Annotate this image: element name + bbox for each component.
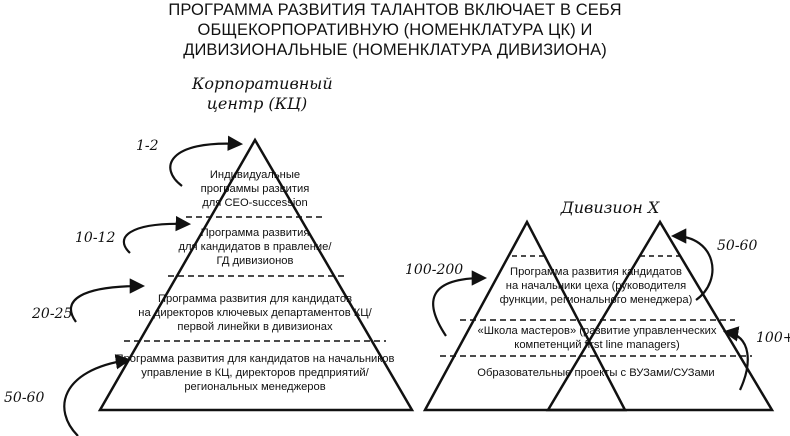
corporate-level-2-line-3: ГД дивизионов xyxy=(216,255,294,267)
arrow-corporate-2 xyxy=(122,215,192,254)
division-count-top-right: 50-60 xyxy=(717,238,758,254)
corporate-level-1-line-2: программы развития xyxy=(200,183,310,195)
corporate-level-2-label: Программа развития для кандидатов в прав… xyxy=(160,226,350,268)
corporate-level-3-line-1: Программа развития для кандидатов xyxy=(157,293,353,305)
arrows xyxy=(63,135,749,436)
division-level-1-line-1: Программа развития кандидатов xyxy=(510,266,682,278)
page-title: ПРОГРАММА РАЗВИТИЯ ТАЛАНТОВ ВКЛЮЧАЕТ В С… xyxy=(0,0,790,60)
division-left-pyramid xyxy=(422,219,628,412)
title-line-2: ОБЩЕКОРПОРАТИВНУЮ (НОМЕНКЛАТУРА ЦК) И xyxy=(197,21,593,39)
arrow-corporate-3 xyxy=(69,278,146,323)
corporate-level-2-line-1: Программа развития xyxy=(200,227,310,239)
division-heading: Дивизион X xyxy=(560,198,660,217)
corporate-pyramid xyxy=(97,137,415,412)
corporate-level-3-line-2: на директоров ключевых департаментов КЦ/ xyxy=(138,307,372,319)
corporate-heading-line-2: центр (КЦ) xyxy=(206,94,308,113)
division-count-top-left: 100-200 xyxy=(405,262,464,278)
arrow-division-right-top xyxy=(670,228,714,301)
corporate-level-4-line-2: управление в КЦ, директоров предприятий/ xyxy=(141,367,369,379)
division-level-1-line-3: функции, регионального менеджера) xyxy=(499,294,693,306)
corporate-level-1-label: Индивидуальные программы развития для CE… xyxy=(175,168,335,210)
arrow-division-right-middle xyxy=(722,326,749,391)
corporate-level-3-line-3: первой линейки в дивизионах xyxy=(177,321,333,333)
division-level-2-label: «Школа мастеров» (развитие управленчески… xyxy=(455,324,739,352)
arrow-corporate-1 xyxy=(169,135,244,187)
division-level-2-line-1: «Школа мастеров» (развитие управленчески… xyxy=(477,325,717,337)
corporate-level-3-label: Программа развития для кандидатов на дир… xyxy=(115,292,395,334)
corporate-level-2-line-2: для кандидатов в правление/ xyxy=(178,241,332,253)
division-level-3-label: Образовательные проекты с ВУЗами/СУЗами xyxy=(448,366,744,380)
corporate-pyramid-outline xyxy=(97,137,415,412)
corporate-level-4-line-1: Программа развития для кандидатов на нач… xyxy=(115,353,395,365)
title-line-3: ДИВИЗИОНАЛЬНЫЕ (НОМЕНКЛАТУРА ДИВИЗИОНА) xyxy=(183,41,607,59)
title-line-1: ПРОГРАММА РАЗВИТИЯ ТАЛАНТОВ ВКЛЮЧАЕТ В С… xyxy=(168,1,622,19)
division-count-middle-right: 100+ xyxy=(756,330,790,346)
division-level-3-line-1: Образовательные проекты с ВУЗами/СУЗами xyxy=(477,367,715,379)
corporate-count-2: 10-12 xyxy=(75,230,116,246)
corporate-count-4: 50-60 xyxy=(4,390,45,406)
corporate-level-1-line-1: Индивидуальные xyxy=(209,169,301,181)
corporate-count-1: 1-2 xyxy=(136,138,159,154)
division-level-1-label: Программа развития кандидатов на начальн… xyxy=(478,265,714,307)
division-level-1-line-2: на начальники цеха (руководителя xyxy=(505,280,687,292)
corporate-heading-line-1: Корпоративный xyxy=(192,74,333,93)
division-pyramids xyxy=(422,219,775,412)
corporate-level-4-label: Программа развития для кандидатов на нач… xyxy=(90,352,420,394)
corporate-count-3: 20-25 xyxy=(32,306,73,322)
corporate-level-1-line-3: для CEO-succession xyxy=(202,197,308,209)
arrow-corporate-4 xyxy=(63,354,132,436)
division-level-2-line-2: компетенций first line managers) xyxy=(514,339,680,351)
division-right-pyramid xyxy=(545,219,775,412)
corporate-level-4-line-3: региональных менеджеров xyxy=(184,381,326,393)
arrow-division-left xyxy=(432,270,488,337)
corporate-heading: Корпоративный центр (КЦ) xyxy=(192,74,333,114)
